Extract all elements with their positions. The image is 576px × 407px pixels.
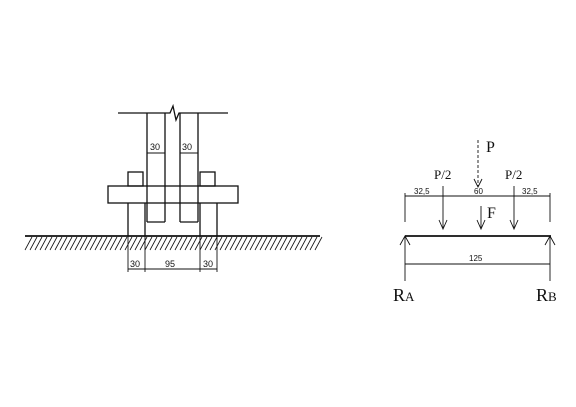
gap-dim-label-right: 30	[182, 142, 192, 152]
hatch-stroke	[34, 236, 43, 251]
top-dim-label-2: 60	[474, 187, 483, 196]
hatch-stroke	[109, 236, 118, 251]
base-dim-label-2: 95	[165, 259, 175, 269]
load-f-label: F	[487, 205, 496, 222]
hatch-stroke	[174, 236, 183, 251]
hatch-stroke	[289, 236, 298, 251]
hatch-stroke	[39, 236, 48, 251]
hatch-stroke	[219, 236, 228, 251]
hatch-stroke	[209, 236, 218, 251]
hatch-stroke	[99, 236, 108, 251]
top-block-right	[199, 171, 216, 187]
hatch-stroke	[44, 236, 53, 251]
base-dim-label-1: 30	[130, 259, 140, 269]
clamp-assembly-drawing: 30 30 30 95 30	[24, 103, 323, 272]
hatch-stroke	[284, 236, 293, 251]
hatch-stroke	[259, 236, 268, 251]
hatch-stroke	[144, 236, 153, 251]
hatch-stroke	[169, 236, 178, 251]
hatch-stroke	[114, 236, 123, 251]
hatch-stroke	[189, 236, 198, 251]
hatch-stroke	[249, 236, 258, 251]
hatch-stroke	[274, 236, 283, 251]
top-dim-label-3: 32,5	[522, 187, 538, 196]
gap-dim-label-left: 30	[150, 142, 160, 152]
hatch-stroke	[79, 236, 88, 251]
hatch-stroke	[239, 236, 248, 251]
top-edge-with-break	[118, 103, 228, 123]
top-dim-label-1: 32,5	[414, 187, 430, 196]
hatch-stroke	[154, 236, 163, 251]
beam-load-diagram: P P/2 P/2 32,5 60 32,5 F 125 RA RB	[393, 139, 557, 305]
load-half-left-label: P/2	[434, 167, 451, 182]
hatch-stroke	[224, 236, 233, 251]
hatch-stroke	[84, 236, 93, 251]
hatch-stroke	[94, 236, 103, 251]
hatch-stroke	[64, 236, 73, 251]
hatch-stroke	[184, 236, 193, 251]
hatch-stroke	[119, 236, 128, 251]
load-f-arrowhead	[476, 219, 486, 231]
hatch-stroke	[149, 236, 158, 251]
hatch-stroke	[314, 236, 323, 251]
hatch-stroke	[299, 236, 308, 251]
reaction-a-arrowhead	[399, 235, 411, 246]
load-p-label: P	[486, 139, 495, 156]
hatch-stroke	[74, 236, 83, 251]
hatch-stroke	[234, 236, 243, 251]
hatch-stroke	[29, 236, 38, 251]
hatch-stroke	[304, 236, 313, 251]
hatch-stroke	[89, 236, 98, 251]
hatch-stroke	[69, 236, 78, 251]
hatch-stroke	[264, 236, 273, 251]
hatch-stroke	[129, 236, 138, 251]
hatch-stroke	[279, 236, 288, 251]
hatch-stroke	[294, 236, 303, 251]
hatch-stroke	[204, 236, 213, 251]
hatch-stroke	[309, 236, 318, 251]
hatch-stroke	[254, 236, 263, 251]
hatch-stroke	[244, 236, 253, 251]
top-block-left	[127, 171, 144, 187]
clamp-bar	[107, 185, 239, 204]
hatch-stroke	[194, 236, 203, 251]
load-half-left-arrowhead	[438, 219, 448, 231]
base-dim-label-3: 30	[203, 259, 213, 269]
hatch-stroke	[199, 236, 208, 251]
hatch-stroke	[269, 236, 278, 251]
ground-hatching	[24, 236, 323, 251]
span-dim-label: 125	[469, 254, 483, 263]
reaction-b-arrowhead	[544, 235, 556, 246]
hatch-stroke	[104, 236, 113, 251]
hatch-stroke	[134, 236, 143, 251]
hatch-stroke	[139, 236, 148, 251]
reaction-a-label: RA	[393, 285, 415, 305]
hatch-stroke	[54, 236, 63, 251]
reaction-b-label: RB	[536, 285, 557, 305]
hatch-stroke	[59, 236, 68, 251]
hatch-stroke	[49, 236, 58, 251]
load-half-right-arrowhead	[509, 219, 519, 231]
load-half-right-label: P/2	[505, 167, 522, 182]
hatch-stroke	[24, 236, 33, 251]
hatch-stroke	[159, 236, 168, 251]
hatch-stroke	[124, 236, 133, 251]
hatch-stroke	[214, 236, 223, 251]
load-p-arrowhead	[473, 178, 483, 189]
hatch-stroke	[164, 236, 173, 251]
hatch-stroke	[179, 236, 188, 251]
hatch-stroke	[229, 236, 238, 251]
